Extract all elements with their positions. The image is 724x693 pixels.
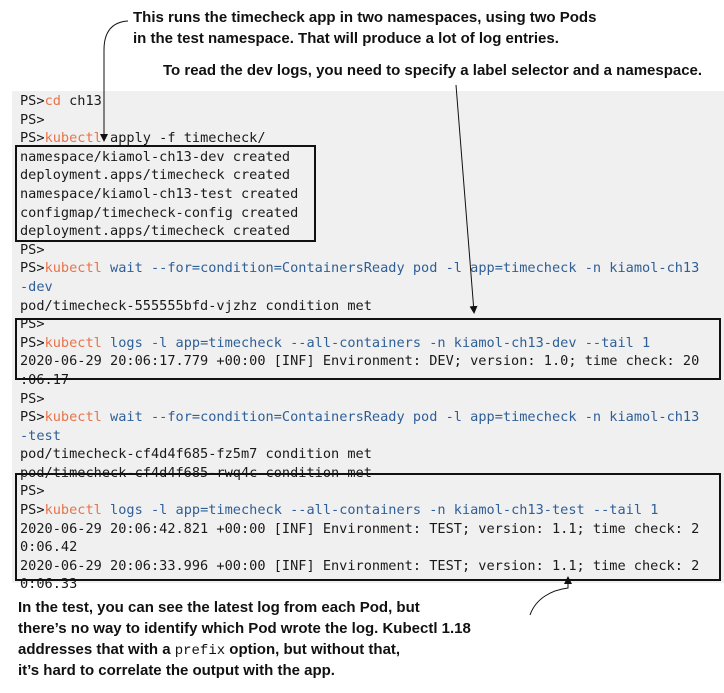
terminal-line: PS> [20,390,724,409]
line-text: namespace/kiamol-ch13-test created [20,185,299,202]
terminal-line: pod/timecheck-cf4d4f685-rwq4c condition … [20,464,724,483]
line-text: 2020-06-29 20:06:17.779 +00:00 [INF] Env… [20,353,700,370]
annotation-dev-logs: To read the dev logs, you need to specif… [163,62,703,79]
line-text: apply -f timecheck/ [101,130,266,147]
command: kubectl [44,260,102,277]
prefix-option-code: prefix [174,643,226,659]
terminal-line: PS>kubectl wait --for=condition=Containe… [20,408,724,427]
terminal-line: 0:06.33 [20,575,724,594]
command-args: -test [20,427,61,444]
terminal-line: -test [20,427,724,446]
terminal-line: :06.17 [20,371,724,390]
line-text: configmap/timecheck-config created [20,204,299,221]
line-text: namespace/kiamol-ch13-dev created [20,148,291,165]
terminal-line: 2020-06-29 20:06:33.996 +00:00 [INF] Env… [20,557,724,576]
prompt: PS> [20,502,45,519]
terminal-line: PS>cd ch13 [20,92,724,111]
line-text: pod/timecheck-555555bfd-vjzhz condition … [20,297,372,314]
annotation-pods-line3-pre: addresses that with a [18,641,175,658]
command-args: logs -l app=timecheck --all-containers -… [101,502,659,519]
terminal-line: -dev [20,278,724,297]
annotation-pods-line2: there’s no way to identify which Pod wro… [18,620,471,637]
annotation-apply-line2: in the test namespace. That will produce… [133,30,559,47]
prompt: PS> [20,483,45,500]
terminal-line: PS>kubectl logs -l app=timecheck --all-c… [20,501,724,520]
command-args: -dev [20,278,53,295]
annotation-pods-line1: In the test, you can see the latest log … [18,599,420,616]
terminal-line: PS>kubectl logs -l app=timecheck --all-c… [20,334,724,353]
prompt: PS> [20,260,45,277]
annotation-apply-line1: This runs the timecheck app in two names… [133,9,597,26]
terminal-output: PS>cd ch13 PS> PS>kubectl apply -f timec… [20,92,724,594]
prompt: PS> [20,241,45,258]
prompt: PS> [20,390,45,407]
prompt: PS> [20,409,45,426]
terminal-line: configmap/timecheck-config created [20,204,724,223]
line-text: 2020-06-29 20:06:42.821 +00:00 [INF] Env… [20,520,700,537]
terminal-line: PS> [20,241,724,260]
terminal-line: 2020-06-29 20:06:42.821 +00:00 [INF] Env… [20,520,724,539]
prompt: PS> [20,334,45,351]
line-text: 0:06.33 [20,576,78,593]
line-text: deployment.apps/timecheck created [20,167,291,184]
line-text: 2020-06-29 20:06:33.996 +00:00 [INF] Env… [20,557,700,574]
terminal-line: namespace/kiamol-ch13-test created [20,185,724,204]
command: cd [44,93,61,109]
line-text: ch13 [60,93,102,109]
terminal-line: PS> [20,482,724,501]
command: kubectl [44,334,102,351]
annotation-pods-line3: addresses that with a prefix option, but… [18,640,400,661]
command-args: wait --for=condition=ContainersReady pod… [101,260,700,277]
line-text: 0:06.42 [20,539,78,556]
line-text: deployment.apps/timecheck created [20,223,291,240]
terminal-line: PS>kubectl apply -f timecheck/ [20,129,724,148]
command-args: wait --for=condition=ContainersReady pod… [101,409,700,426]
command: kubectl [44,130,102,147]
command: kubectl [44,409,102,426]
line-text: pod/timecheck-cf4d4f685-fz5m7 condition … [20,446,372,463]
terminal-line: 0:06.42 [20,538,724,557]
prompt: PS> [20,130,45,147]
terminal-line: namespace/kiamol-ch13-dev created [20,148,724,167]
terminal-line: PS> [20,315,724,334]
terminal-line: pod/timecheck-555555bfd-vjzhz condition … [20,297,724,316]
command: kubectl [44,502,102,519]
annotation-pods-line4: it’s hard to correlate the output with t… [18,662,335,679]
prompt: PS> [20,93,45,109]
line-text: pod/timecheck-cf4d4f685-rwq4c condition … [20,464,372,481]
terminal-line: deployment.apps/timecheck created [20,166,724,185]
command-args: logs -l app=timecheck --all-containers -… [101,334,651,351]
terminal-line: pod/timecheck-cf4d4f685-fz5m7 condition … [20,445,724,464]
prompt: PS> [20,111,45,128]
terminal-line: 2020-06-29 20:06:17.779 +00:00 [INF] Env… [20,352,724,371]
annotation-pods-line3-post: option, but without that, [225,641,401,658]
prompt: PS> [20,316,45,333]
terminal-line: deployment.apps/timecheck created [20,222,724,241]
terminal-line: PS> [20,111,724,130]
terminal-line: PS>kubectl wait --for=condition=Containe… [20,259,724,278]
terminal-window [12,91,724,583]
line-text: :06.17 [20,371,70,388]
